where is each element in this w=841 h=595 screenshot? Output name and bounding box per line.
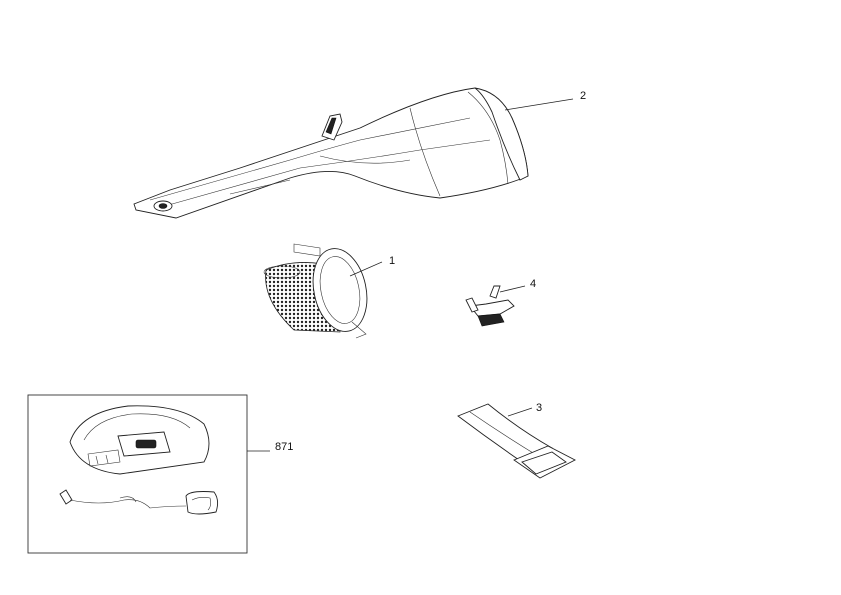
filter-drawing	[263, 243, 368, 339]
part-number-4: 4	[530, 278, 537, 290]
callout-line-2	[504, 98, 574, 111]
charging-base-drawing	[69, 405, 210, 475]
callout-line-1	[349, 261, 383, 277]
callout-line-3	[507, 407, 533, 417]
brush-tool-drawing	[465, 285, 515, 327]
vacuum-body-drawing	[133, 87, 529, 219]
callout-line-4	[499, 285, 526, 293]
charger-adapter-drawing	[59, 489, 219, 515]
part-number-871: 871	[275, 441, 294, 453]
part-number-2: 2	[580, 90, 587, 102]
part-number-3: 3	[536, 402, 543, 414]
part-number-1: 1	[389, 255, 396, 267]
crevice-tool-drawing	[457, 403, 576, 479]
